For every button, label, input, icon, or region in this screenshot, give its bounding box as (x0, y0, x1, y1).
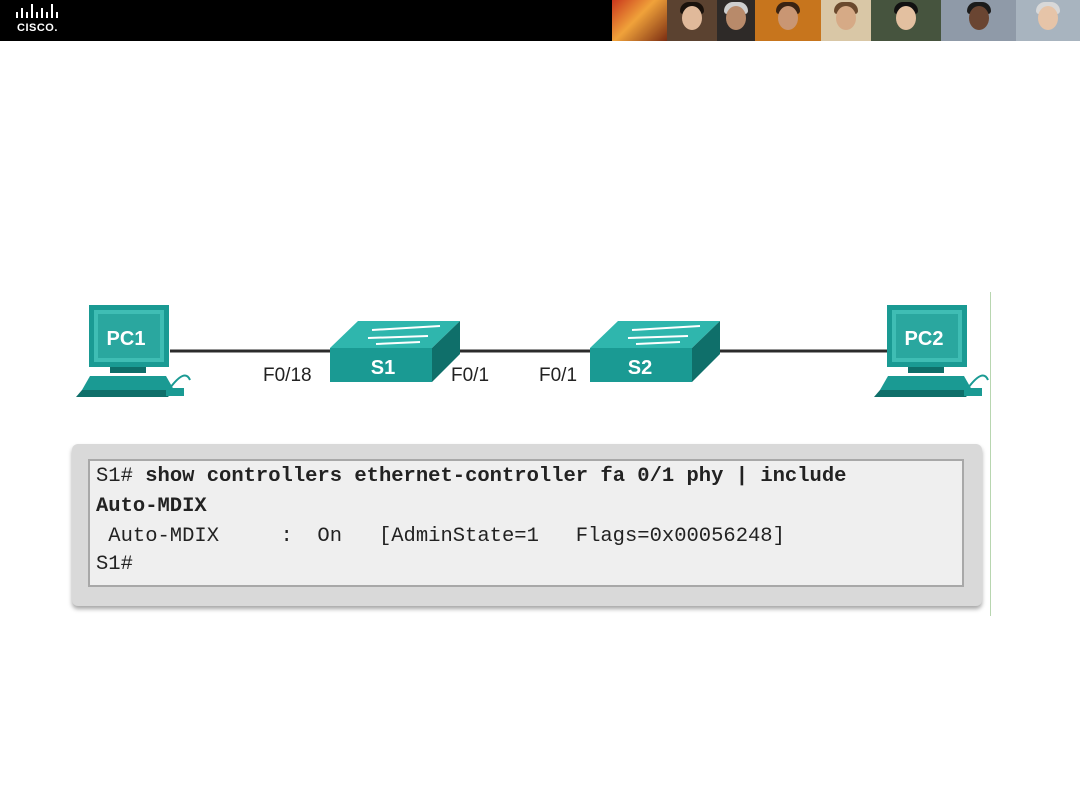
s1-label: S1 (371, 357, 395, 379)
port-label-s1-f0-1: F0/1 (451, 365, 489, 386)
pc2-label: PC2 (905, 328, 944, 350)
header-photo (941, 0, 1016, 41)
header-bar: CISCO. (0, 0, 1080, 41)
header-photo (821, 0, 871, 41)
port-label-s2-f0-1: F0/1 (539, 365, 577, 386)
cli-line-4: S1# (96, 553, 133, 576)
cisco-bridge-icon (16, 4, 58, 18)
switch-s1-icon: S1 (330, 321, 460, 382)
header-photo (871, 0, 941, 41)
pc1-label: PC1 (107, 328, 146, 350)
cli-command-continued: Auto-MDIX (96, 495, 207, 518)
s2-label: S2 (628, 357, 652, 379)
port-label-s1-f0-18: F0/18 (263, 365, 312, 386)
cli-prompt: S1# (96, 465, 146, 488)
pc2-icon: PC2 (874, 305, 989, 397)
cli-output: S1# show controllers ethernet-controller… (88, 459, 964, 587)
cli-line-1: S1# show controllers ethernet-controller… (96, 465, 846, 488)
switch-s2-icon: S2 (590, 321, 720, 382)
cisco-logo: CISCO. (14, 4, 64, 38)
cli-line-3: Auto-MDIX : On [AdminState=1 Flags=0x000… (96, 525, 785, 548)
cisco-logo-text: CISCO. (17, 22, 58, 34)
divider-line (990, 292, 991, 616)
cli-command: show controllers ethernet-controller fa … (145, 465, 847, 488)
header-photo (717, 0, 755, 41)
pc1-icon: PC1 (76, 305, 191, 397)
header-photo (1016, 0, 1080, 41)
header-photo-strip (612, 0, 1080, 41)
header-photo (755, 0, 821, 41)
header-photo (667, 0, 717, 41)
cli-line-2: Auto-MDIX (96, 495, 207, 518)
header-photo (612, 0, 667, 41)
